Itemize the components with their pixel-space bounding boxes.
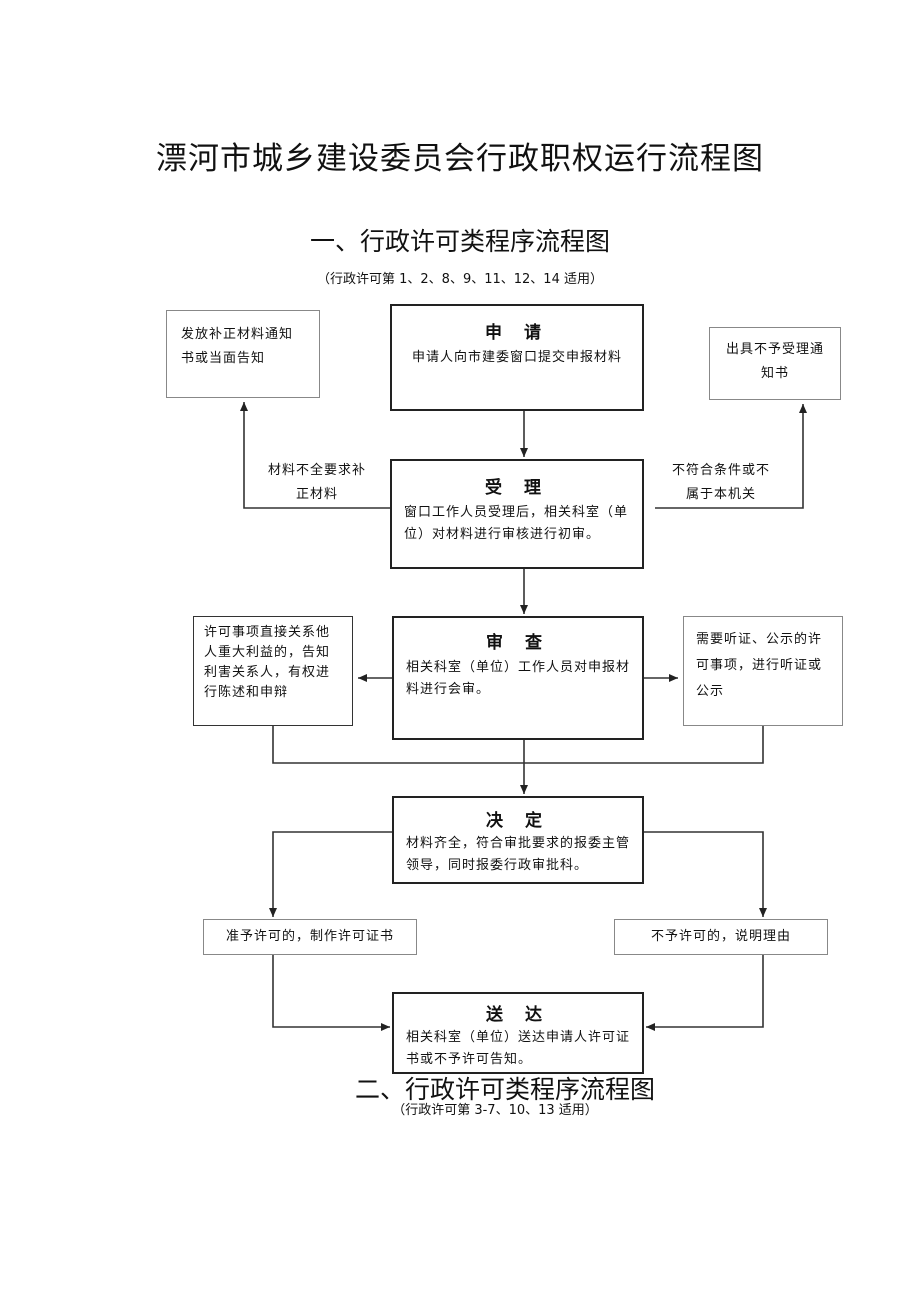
section-2-title: 二、行政许可类程序流程图: [354, 1075, 655, 1104]
arrow-grant-to-deliver: [272, 955, 390, 1031]
edge-label-not-eligible: 不符合条件或不属于本机关: [671, 463, 770, 502]
step-decide-body: 材料齐全，符合审批要求的报委主管领导，同时报委行政审批科。: [406, 836, 631, 873]
step-deliver-body: 相关科室（单位）送达申请人许可证书或不予许可告知。: [406, 1030, 631, 1067]
step-apply-body: 申请人向市建委窗口提交申报材料: [411, 350, 622, 365]
deny-text: 不予许可的，说明理由: [650, 929, 791, 944]
step-deliver-heading: 送 达: [486, 1005, 550, 1025]
step-accept: 受 理 窗口工作人员受理后，相关科室（单位）对材料进行审核进行初审。: [390, 459, 644, 569]
supplement-notice-box: 发放补正材料通知书或当面告知: [166, 310, 320, 398]
hearing-text: 需要听证、公示的许可事项，进行听证或公示: [696, 632, 823, 699]
step-decide-heading: 决 定: [486, 811, 550, 831]
stakeholder-notice-text: 许可事项直接关系他人重大利益的，告知利害关系人，有权进行陈述和申辩: [204, 625, 331, 700]
merge-line-left: [272, 726, 764, 764]
reject-notice-box: 出具不予受理通知书: [709, 327, 841, 400]
step-accept-heading: 受 理: [485, 478, 549, 498]
supplement-notice-text: 发放补正材料通知书或当面告知: [181, 327, 294, 366]
step-accept-body: 窗口工作人员受理后，相关科室（单位）对材料进行审核进行初审。: [404, 505, 629, 542]
hearing-box: 需要听证、公示的许可事项，进行听证或公示: [683, 616, 843, 726]
section-2-note: （行政许可第 3-7、10、13 适用）: [392, 1103, 598, 1118]
step-apply-heading: 申 请: [485, 323, 549, 343]
arrow-to-supplement-notice: [240, 402, 392, 509]
section-1-title: 一、行政许可类程序流程图: [309, 227, 610, 256]
step-apply: 申 请 申请人向市建委窗口提交申报材料: [390, 304, 644, 411]
step-review-heading: 审 查: [486, 633, 550, 653]
step-review: 审 查 相关科室（单位）工作人员对申报材料进行会审。: [392, 616, 644, 740]
arrow-deny-to-deliver: [646, 955, 764, 1031]
step-decide: 决 定 材料齐全，符合审批要求的报委主管领导，同时报委行政审批科。: [392, 796, 644, 884]
arrow-to-deny: [644, 831, 767, 917]
grant-text: 准予许可的，制作许可证书: [225, 929, 394, 944]
edge-label-incomplete: 材料不全要求补正材料: [267, 463, 366, 502]
page-title: 漂河市城乡建设委员会行政职权运行流程图: [156, 141, 764, 177]
step-deliver: 送 达 相关科室（单位）送达申请人许可证书或不予许可告知。: [392, 992, 644, 1074]
section-1-note: （行政许可第 1、2、8、9、11、12、14 适用）: [317, 272, 603, 287]
deny-box: 不予许可的，说明理由: [614, 919, 828, 955]
reject-notice-text: 出具不予受理通知书: [725, 342, 824, 381]
stakeholder-notice-box: 许可事项直接关系他人重大利益的，告知利害关系人，有权进行陈述和申辩: [193, 616, 353, 726]
arrow-to-grant: [269, 831, 392, 917]
step-review-body: 相关科室（单位）工作人员对申报材料进行会审。: [406, 660, 631, 697]
grant-box: 准予许可的，制作许可证书: [203, 919, 417, 955]
arrow-to-reject-notice: [655, 404, 807, 509]
